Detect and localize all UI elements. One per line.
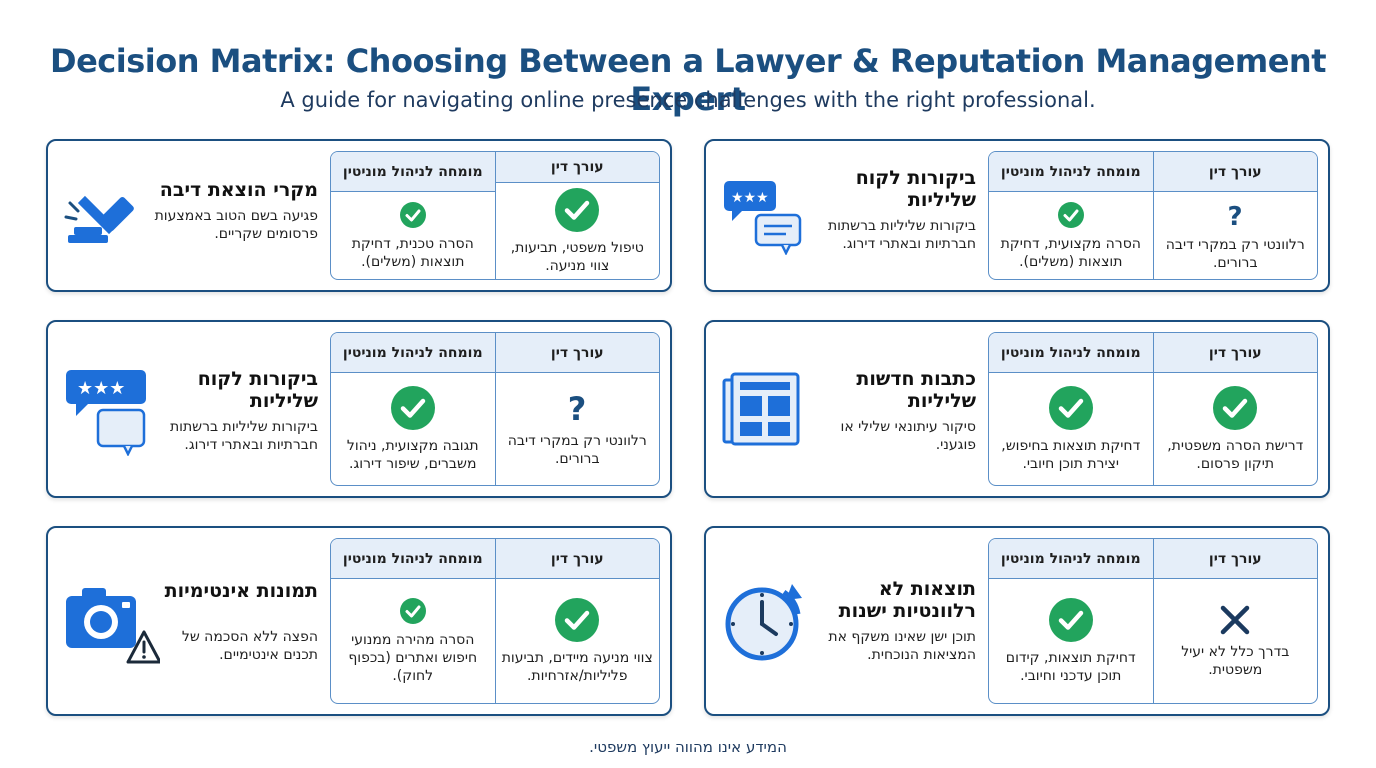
expert-column-header: מומחה לניהול מוניטין — [989, 152, 1153, 192]
expert-column-header: מומחה לניהול מוניטין — [331, 333, 495, 373]
lawyer-column-header: עורך דין — [1153, 539, 1317, 579]
lawyer-column: עורך דין בדרך כלל לא יעיל משפטית. — [1152, 539, 1317, 703]
gavel-icon — [64, 173, 140, 259]
card-description: ביקורות שליליות ברשתות חברתיות ובאתרי די… — [827, 218, 976, 252]
svg-text:★★★: ★★★ — [731, 190, 769, 206]
lawyer-column: עורך דין ? רלוונטי רק במקרי דיבה ברורים. — [494, 333, 659, 485]
expert-column: מומחה לניהול מוניטין דחיקת תוצאות בחיפוש… — [989, 333, 1153, 485]
check-icon — [399, 201, 427, 229]
decision-matrix: מומחה לניהול מוניטין דחיקת תוצאות, קידום… — [988, 538, 1318, 704]
card-defamation: מקרי הוצאת דיבה פגיעה בשם הטוב באמצעות פ… — [46, 139, 672, 292]
lawyer-column: עורך דין ? רלוונטי רק במקרי דיבה ברורים. — [1152, 152, 1317, 279]
expert-column-header: מומחה לניהול מוניטין — [331, 539, 495, 579]
decision-matrix: מומחה לניהול מוניטין הסרה מקצועית, דחיקת… — [988, 151, 1318, 280]
lawyer-note: רלוונטי רק במקרי דיבה ברורים. — [1165, 236, 1305, 271]
expert-note: דחיקת תוצאות, קידום תוכן עדכני וחיובי. — [1005, 650, 1136, 684]
expert-note: הסרה מהירה ממנועי חיפוש ואתרים (בכפוף לח… — [348, 632, 478, 684]
lawyer-column: עורך דין טיפול משפטי, תביעות, צווי מניעה… — [494, 152, 659, 279]
lawyer-column: עורך דין דרישת הסרה משפטית, תיקון פרסום. — [1152, 333, 1317, 485]
card-description: ביקורות שליליות ברשתות חברתיות ובאתרי די… — [169, 419, 318, 453]
expert-note: הסרה טכנית, דחיקת תוצאות (משלים). — [351, 235, 474, 270]
expert-column: מומחה לניהול מוניטין תגובה מקצועית, ניהו… — [331, 333, 495, 485]
card-title: כתבות חדשות שליליות — [856, 368, 976, 412]
camera-warning-icon — [64, 582, 162, 670]
card-negative-reviews: ★★★ ביקורות לקוח שליליות ביקורות שליליות… — [46, 320, 672, 498]
check-icon — [554, 187, 600, 233]
decision-matrix: מומחה לניהול מוניטין תגובה מקצועית, ניהו… — [330, 332, 660, 486]
review-bubbles-icon: ★★★ — [722, 177, 808, 259]
clock-history-icon — [722, 580, 806, 668]
card-title: מקרי הוצאת דיבה — [159, 179, 318, 201]
expert-column: מומחה לניהול מוניטין הסרה מקצועית, דחיקת… — [989, 152, 1153, 279]
cross-icon — [1218, 603, 1252, 637]
card-title: תמונות אינטימיות — [164, 580, 318, 602]
lawyer-note: צווי מניעה מיידים, תביעות פליליות/אזרחיו… — [501, 650, 653, 684]
review-bubbles-icon: ★★★ — [64, 366, 150, 460]
card-title: ביקורות לקוח שליליות — [855, 167, 976, 211]
expert-column-header: מומחה לניהול מוניטין — [989, 333, 1153, 373]
card-description: הפצה ללא הסכמה של תכנים אינטימיים. — [181, 629, 318, 663]
lawyer-column-header: עורך דין — [1153, 333, 1317, 373]
decision-matrix: מומחה לניהול מוניטין הסרה מהירה ממנועי ח… — [330, 538, 660, 704]
check-icon — [399, 597, 427, 625]
check-icon — [390, 385, 436, 431]
decision-matrix: מומחה לניהול מוניטין הסרה טכנית, דחיקת ת… — [330, 151, 660, 280]
lawyer-column-header: עורך דין — [495, 152, 659, 183]
expert-note: דחיקת תוצאות בחיפוש, יצירת תוכן חיובי. — [1001, 438, 1141, 472]
page-subtitle: A guide for navigating online presence c… — [280, 88, 1096, 112]
card-intimate-images: תמונות אינטימיות הפצה ללא הסכמה של תכנים… — [46, 526, 672, 716]
card-description: פגיעה בשם הטוב באמצעות פרסומים שקריים. — [154, 208, 318, 242]
newspaper-icon — [722, 372, 802, 452]
svg-text:★★★: ★★★ — [77, 378, 125, 399]
lawyer-column-header: עורך דין — [495, 539, 659, 579]
question-icon: ? — [1221, 200, 1249, 230]
expert-column: מומחה לניהול מוניטין דחיקת תוצאות, קידום… — [989, 539, 1153, 703]
expert-column-header: מומחה לניהול מוניטין — [989, 539, 1153, 579]
card-description: סיקור עיתונאי שלילי או פוגעני. — [840, 419, 977, 453]
question-icon: ? — [562, 390, 592, 426]
expert-column-header: מומחה לניהול מוניטין — [331, 152, 495, 192]
card-title: ביקורות לקוח שליליות — [197, 368, 318, 412]
lawyer-column-header: עורך דין — [495, 333, 659, 373]
check-icon — [1212, 385, 1258, 431]
disclaimer: המידע אינו מהווה ייעוץ משפטי. — [589, 738, 787, 756]
svg-text:?: ? — [568, 390, 587, 426]
expert-note: תגובה מקצועית, ניהול משברים, שיפור דירוג… — [346, 438, 479, 472]
expert-column: מומחה לניהול מוניטין הסרה טכנית, דחיקת ת… — [331, 152, 495, 279]
lawyer-note: בדרך כלל לא יעיל משפטית. — [1181, 644, 1290, 678]
card-description: תוכן ישן שאינו משקף את המציאות הנוכחית. — [828, 629, 976, 663]
expert-note: הסרה מקצועית, דחיקת תוצאות (משלים). — [1000, 235, 1141, 270]
lawyer-note: דרישת הסרה משפטית, תיקון פרסום. — [1167, 438, 1304, 472]
page-title: Decision Matrix: Choosing Between a Lawy… — [50, 42, 1327, 118]
check-icon — [554, 597, 600, 643]
decision-matrix: מומחה לניהול מוניטין דחיקת תוצאות בחיפוש… — [988, 332, 1318, 486]
lawyer-note: רלוונטי רק במקרי דיבה ברורים. — [507, 433, 647, 467]
cards-grid: מקרי הוצאת דיבה פגיעה בשם הטוב באמצעות פ… — [46, 139, 1330, 717]
expert-column: מומחה לניהול מוניטין הסרה מהירה ממנועי ח… — [331, 539, 495, 703]
check-icon — [1057, 201, 1085, 229]
lawyer-column: עורך דין צווי מניעה מיידים, תביעות פלילי… — [494, 539, 659, 703]
card-outdated-results: תוצאות לא רלוונטיות ישנות תוכן ישן שאינו… — [704, 526, 1330, 716]
card-negative-reviews: ★★★ ביקורות לקוח שליליות ביקורות שליליות… — [704, 139, 1330, 292]
check-icon — [1048, 385, 1094, 431]
lawyer-note: טיפול משפטי, תביעות, צווי מניעה. — [510, 240, 644, 274]
check-icon — [1048, 597, 1094, 643]
card-title: תוצאות לא רלוונטיות ישנות — [838, 578, 976, 622]
lawyer-column-header: עורך דין — [1153, 152, 1317, 192]
svg-text:?: ? — [1228, 202, 1243, 230]
card-negative-news: כתבות חדשות שליליות סיקור עיתונאי שלילי … — [704, 320, 1330, 498]
